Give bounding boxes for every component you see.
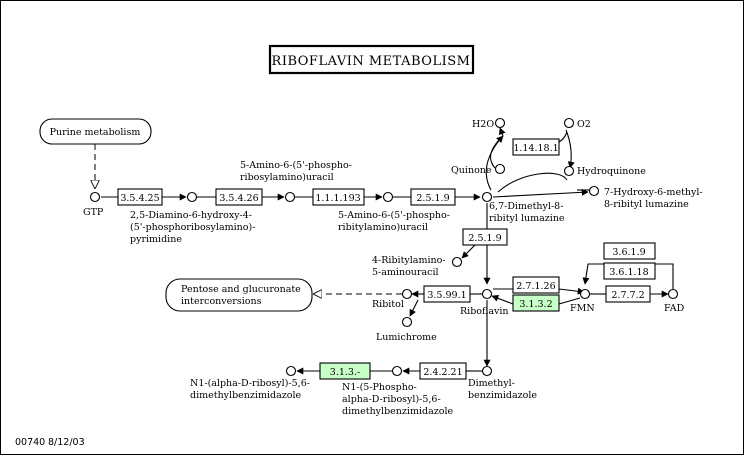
reaction-lines — [95, 127, 674, 375]
enzyme-box-3-1-3-2[interactable]: 3.1.3.2 — [512, 294, 560, 312]
compound-node-quinone[interactable] — [494, 163, 506, 175]
label-amino-ribosyl-2: ribosylamino)uracil — [240, 172, 334, 183]
compound-node-o2[interactable] — [563, 117, 575, 129]
label-dmb-2: benzimidazole — [468, 390, 537, 401]
label-lumichrome: Lumichrome — [376, 332, 437, 343]
label-ribitol: Ribitol — [372, 299, 404, 310]
compound-node-dmb[interactable] — [481, 365, 493, 377]
compound-node-h2o[interactable] — [494, 117, 506, 129]
compound-node-ribitylamino[interactable] — [451, 256, 463, 268]
label-fmn: FMN — [570, 303, 595, 314]
enzyme-box-3-6-1-9[interactable]: 3.6.1.9 — [603, 242, 656, 260]
footer: 00740 8/12/03 — [15, 437, 85, 448]
enzyme-label: 3.1.3.- — [330, 367, 360, 378]
label-dimethyl-lumazine-2: ribityl lumazine — [489, 213, 565, 224]
label-hydroxy-lumazine-1: 7-Hydroxy-6-methyl- — [604, 187, 703, 198]
label-diamino-1: 2,5-Diamino-6-hydroxy-4- — [130, 210, 252, 221]
pathway-label-pentose-1: Pentose and glucuronate — [181, 284, 301, 295]
title-box: RIBOFLAVIN METABOLISM — [268, 44, 475, 75]
pathway-link-pentose[interactable]: Pentose and glucuronate interconversions — [165, 278, 313, 312]
label-gtp: GTP — [83, 207, 104, 218]
enzyme-label: 3.5.4.26 — [219, 193, 258, 204]
compound-node-ribitol[interactable] — [401, 288, 413, 300]
compound-node-gtp[interactable] — [89, 191, 101, 203]
compound-labels: GTP 2,5-Diamino-6-hydroxy-4- (5'-phospho… — [83, 119, 703, 417]
label-n1-phospho-2: alpha-D-ribosyl)-5,6- — [342, 394, 441, 405]
label-ribitylamino-1: 4-Ribitylamino- — [372, 255, 446, 266]
label-amino-ribityl-2: ribitylamino)uracil — [338, 222, 428, 233]
enzyme-label: 2.7.7.2 — [611, 290, 644, 301]
enzyme-label: 3.5.99.1 — [427, 290, 466, 301]
compound-node-amino-ribityl[interactable] — [382, 191, 394, 203]
enzyme-box-2-4-2-21[interactable]: 2.4.2.21 — [419, 362, 467, 380]
enzyme-box-3-5-99-1[interactable]: 3.5.99.1 — [423, 285, 471, 303]
enzyme-box-3-5-4-25[interactable]: 3.5.4.25 — [117, 188, 163, 206]
enzyme-label: 1.1.1.193 — [315, 193, 360, 204]
label-ribitylamino-2: 5-aminouracil — [372, 267, 439, 278]
label-fad: FAD — [664, 303, 685, 314]
label-amino-ribosyl-1: 5-Amino-6-(5'-phospho- — [240, 160, 352, 171]
label-n1-phospho-3: dimethylbenzimidazole — [342, 406, 454, 417]
enzyme-label: 2.4.2.21 — [423, 367, 462, 378]
compound-node-fmn[interactable] — [579, 288, 591, 300]
enzyme-box-2-7-7-2[interactable]: 2.7.7.2 — [605, 285, 651, 303]
enzyme-box-1-1-1-193[interactable]: 1.1.1.193 — [312, 188, 365, 206]
label-n1-ribosyl-2: dimethylbenzimidazole — [190, 390, 302, 401]
label-dimethyl-lumazine-1: 6,7-Dimethyl-8- — [489, 201, 563, 212]
compound-node-riboflavin[interactable] — [481, 288, 493, 300]
compound-node-hydroquinone[interactable] — [563, 165, 575, 177]
enzyme-box-2-5-1-9-top[interactable]: 2.5.1.9 — [410, 188, 456, 206]
enzyme-box-1-14-18-1[interactable]: 1.14.18.1 — [512, 138, 560, 156]
page-title: RIBOFLAVIN METABOLISM — [272, 54, 471, 69]
enzyme-label: 3.5.4.25 — [120, 193, 159, 204]
compound-node-lumichrome[interactable] — [401, 316, 413, 328]
compound-node-hydroxy-lumazine[interactable] — [588, 185, 600, 197]
footer-map-id: 00740 — [15, 437, 45, 448]
label-riboflavin: Riboflavin — [460, 306, 509, 317]
pathway-label-purine: Purine metabolism — [50, 127, 141, 138]
enzyme-label: 3.6.1.9 — [612, 247, 645, 258]
enzyme-box-2-7-1-26[interactable]: 2.7.1.26 — [512, 276, 560, 294]
label-n1-phospho-1: N1-(5-Phospho- — [342, 382, 417, 393]
footer-date: 8/12/03 — [48, 437, 85, 448]
enzyme-label: 2.7.1.26 — [516, 281, 555, 292]
pathway-link-purine[interactable]: Purine metabolism — [39, 118, 152, 145]
compound-node-n1-phospho[interactable] — [391, 365, 403, 377]
label-hydroxy-lumazine-2: 8-ribityl lumazine — [604, 199, 689, 210]
enzyme-label: 3.1.3.2 — [519, 299, 552, 310]
label-h2o: H2O — [472, 119, 494, 130]
label-o2: O2 — [577, 119, 591, 130]
enzyme-label: 1.14.18.1 — [513, 143, 558, 154]
compound-node-fad[interactable] — [667, 288, 679, 300]
enzyme-box-3-1-3-dash[interactable]: 3.1.3.- — [319, 362, 371, 380]
enzyme-box-2-5-1-9-mid[interactable]: 2.5.1.9 — [462, 228, 508, 246]
enzyme-label: 2.5.1.9 — [416, 193, 449, 204]
compound-node-n1-ribosyl[interactable] — [285, 365, 297, 377]
label-diamino-2: (5'-phosphoribosylamino)- — [130, 222, 255, 233]
label-quinone: Quinone — [451, 165, 492, 176]
enzyme-box-3-6-1-18[interactable]: 3.6.1.18 — [603, 262, 656, 280]
enzyme-box-3-5-4-26[interactable]: 3.5.4.26 — [215, 188, 263, 206]
label-n1-ribosyl-1: N1-(alpha-D-ribosyl)-5,6- — [190, 378, 310, 389]
enzyme-label: 2.5.1.9 — [468, 233, 501, 244]
pathway-label-pentose-2: interconversions — [181, 296, 262, 307]
compound-node-diamino[interactable] — [186, 191, 198, 203]
label-dmb-1: Dimethyl- — [468, 378, 515, 389]
compound-node-dimethyl-lumazine[interactable] — [481, 191, 493, 203]
label-hydroquinone: Hydroquinone — [577, 166, 646, 177]
label-amino-ribityl-1: 5-Amino-6-(5'-phospho- — [338, 210, 450, 221]
enzyme-label: 3.6.1.18 — [609, 267, 648, 278]
enzyme-boxes: 3.5.4.25 3.5.4.26 1.1.1.193 2.5.1.9 1.14… — [117, 138, 656, 380]
compound-node-amino-ribosyl[interactable] — [284, 191, 296, 203]
compound-nodes — [89, 117, 679, 377]
label-diamino-3: pyrimidine — [130, 234, 182, 245]
